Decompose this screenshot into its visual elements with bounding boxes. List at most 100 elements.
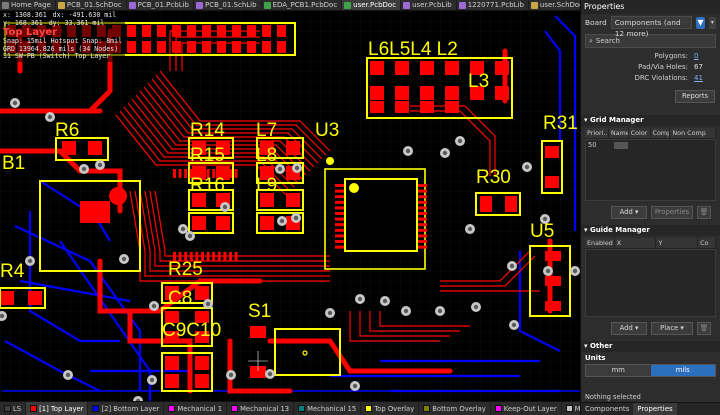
lib-file-icon <box>196 2 203 9</box>
layer-tab-7[interactable]: Bottom Overlay <box>419 402 491 415</box>
u3-pin-pad <box>335 206 344 210</box>
layer-tab-0[interactable]: LS <box>0 402 27 415</box>
properties-panel: Properties Board Components (and 12 more… <box>580 0 720 415</box>
document-tab-1[interactable]: PCB_01.SchDoc <box>56 0 127 10</box>
layer-tab-5[interactable]: Mechanical 15 <box>294 402 362 415</box>
stat-value[interactable]: 41 <box>694 74 703 82</box>
grid-properties-button[interactable]: Properties <box>651 206 693 219</box>
grid-add-label: Add <box>619 208 633 216</box>
layer-tab-8[interactable]: Keep-Out Layer <box>491 402 562 415</box>
document-tab-5[interactable]: user.PcbDoc <box>342 0 402 10</box>
via-drill <box>12 100 18 106</box>
u3-pin-pad <box>418 223 427 227</box>
pcb-drawing[interactable]: B1 R4 R6 R14 L7 R15 L8 R16 L9 U3 L6L5L4 … <box>0 11 580 401</box>
pcb-canvas[interactable]: B1 R4 R6 R14 L7 R15 L8 R16 L9 U3 L6L5L4 … <box>0 11 580 401</box>
u3-pin-pad <box>335 212 344 215</box>
grid-row-priority: 50 <box>588 141 597 149</box>
u3-pin-pad <box>418 228 427 232</box>
search-icon: ⌕ <box>589 36 593 45</box>
u3-pin-pad <box>173 252 176 261</box>
guide-place-button[interactable]: Place ▾ <box>651 322 693 335</box>
u3-pins <box>173 169 427 261</box>
grid-manager-title: Grid Manager <box>589 116 644 124</box>
column-header[interactable]: Co <box>698 238 716 248</box>
document-tab-2[interactable]: PCB_01.PcbLib <box>127 0 194 10</box>
via-drill <box>542 216 548 222</box>
guide-place-label: Place <box>660 324 679 332</box>
filter-dropdown[interactable]: Components (and 12 more) <box>610 16 693 38</box>
u3-pin-pad <box>201 169 204 178</box>
u3-pin-pad <box>173 169 176 178</box>
column-header[interactable]: Name <box>610 128 629 138</box>
filter-icon[interactable]: ▼ <box>696 16 705 29</box>
lib-file-icon <box>403 2 411 9</box>
u3-orientation-dot <box>326 157 334 165</box>
via-drill <box>457 138 463 144</box>
guide-manager-header[interactable]: ▾ Guide Manager <box>581 225 720 236</box>
via-drill <box>467 226 473 232</box>
column-header[interactable]: Non Comp <box>670 128 717 138</box>
grid-manager-header[interactable]: ▾ Grid Manager <box>581 115 720 126</box>
layer-tab-3[interactable]: Mechanical 1 <box>164 402 228 415</box>
via-drill <box>27 258 33 264</box>
u3-ic-package <box>326 157 418 252</box>
layer-color-swatch <box>565 405 573 412</box>
layer-tab-6[interactable]: Top Overlay <box>361 402 420 415</box>
ref-u3: U3 <box>315 120 339 141</box>
vias <box>0 98 580 401</box>
column-header[interactable]: X <box>615 238 657 248</box>
via-drill <box>437 308 443 314</box>
unit-mils-option[interactable]: mils <box>650 365 715 376</box>
layer-tab-2[interactable]: [2] Bottom Layer <box>88 402 165 415</box>
u3-pin1-marker <box>349 183 359 193</box>
bottom-layer-traces <box>2 15 580 401</box>
ref-c8: C8 <box>168 288 192 309</box>
grid-add-button[interactable]: Add ▾ <box>611 206 647 219</box>
document-tab-3[interactable]: PCB_01.SchLib <box>194 0 262 10</box>
layer-tab-label: Keep-Out Layer <box>503 404 557 413</box>
via-drill <box>149 377 155 383</box>
layer-color-swatch <box>168 405 176 412</box>
ref-r30: R30 <box>476 167 511 188</box>
u3-pin-pad <box>184 252 188 261</box>
other-header[interactable]: ▾ Other <box>581 341 720 352</box>
search-input[interactable]: ⌕ Search <box>585 34 716 48</box>
column-header[interactable]: Color <box>629 128 651 138</box>
grid-row[interactable]: 50 <box>586 140 715 151</box>
column-header[interactable]: Priori... <box>587 128 609 138</box>
document-tab-6[interactable]: user.PcbLib <box>401 0 457 10</box>
document-tab-0[interactable]: Home Page <box>0 0 56 10</box>
reports-button[interactable]: Reports <box>675 90 715 103</box>
u3-pin-pad <box>418 240 427 243</box>
guide-delete-icon[interactable]: 🗑 <box>697 322 711 335</box>
column-header[interactable]: Y <box>656 238 699 248</box>
layer-tab-9[interactable]: Multi-Layer <box>562 402 580 415</box>
document-tab-4[interactable]: EDA_PCB1.PcbDoc <box>262 0 343 10</box>
document-tab-7[interactable]: 1220771.PcbLib <box>457 0 529 10</box>
u3-pin-pad <box>195 252 199 261</box>
grid-delete-icon[interactable]: 🗑 <box>697 206 711 219</box>
document-tab-label: user.PcbLib <box>412 1 452 9</box>
document-tab-label: PCB_01.SchLib <box>205 1 257 9</box>
via-drill <box>294 165 300 171</box>
via-drill <box>81 166 87 172</box>
tab-properties[interactable]: Properties <box>633 403 677 415</box>
layer-tab-label: Bottom Overlay <box>432 404 486 413</box>
guide-add-button[interactable]: Add ▾ <box>611 322 647 335</box>
guide-manager-list <box>585 249 716 317</box>
column-header[interactable]: Enabled <box>587 238 615 248</box>
unit-mm-option[interactable]: mm <box>586 365 651 376</box>
layer-tab-1[interactable]: [1] Top Layer <box>26 402 89 415</box>
u3-pin-pad <box>335 240 344 243</box>
via-drill <box>382 298 388 304</box>
column-header[interactable]: Comp <box>652 128 671 138</box>
stat-value[interactable]: 0 <box>694 52 699 60</box>
tab-components[interactable]: Components <box>585 405 630 413</box>
document-tab-8[interactable]: user.SchDoc <box>529 0 580 10</box>
u3-pin-pad <box>206 169 210 178</box>
filter-menu-chevron-icon[interactable]: ▾ <box>708 16 717 29</box>
layer-tab-4[interactable]: Mechanical 13 <box>227 402 295 415</box>
ref-r25: R25 <box>168 259 203 280</box>
u3-pin-pad <box>184 169 188 178</box>
